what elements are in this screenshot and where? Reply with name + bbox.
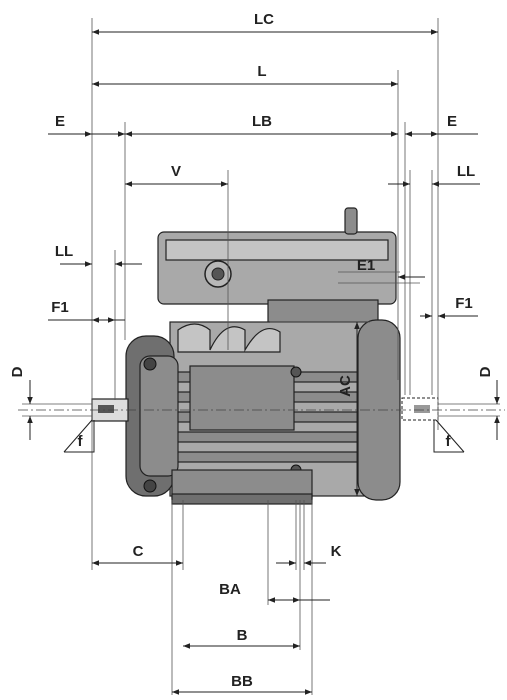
dimension-labels: LC L LB E E V LL LL E1 F1 F1 D D AC f f … [9,11,494,690]
motor-feet-base [171,493,313,505]
end-shield-inner [139,355,179,477]
label-d-right: D [477,366,494,377]
stator-ribs [177,323,281,353]
label-k: K [331,543,342,560]
label-v: V [171,163,181,180]
motor-body [91,207,439,505]
label-lc: LC [254,11,274,28]
label-lb: LB [252,113,272,130]
cable-gland-hole [211,267,225,281]
label-b: B [237,627,248,644]
label-ll-left: LL [55,243,73,260]
shaft-key-right [414,405,430,413]
label-bb: BB [231,673,253,690]
shaft-key-left [98,405,114,413]
label-e1: E1 [357,257,375,274]
bolt-icon [290,366,302,378]
label-ac: AC [337,375,354,397]
label-ll-right: LL [457,163,475,180]
terminal-box-lid [165,239,389,261]
label-f-right: f [446,433,452,450]
label-f1-left: F1 [51,299,69,316]
motor-feet [171,469,313,499]
label-l: L [257,63,266,80]
label-e-right: E [447,113,457,130]
extension-lines [22,18,500,695]
dimension-lines [18,29,505,695]
label-d-left: D [9,366,26,377]
bolt-icon [143,479,157,493]
label-c: C [133,543,144,560]
label-f-left: f [78,433,84,450]
label-ba: BA [219,581,241,598]
stator-window [189,365,295,431]
terminal-box-knob [344,207,358,235]
bolt-icon [143,357,157,371]
label-f1-right: F1 [455,295,473,312]
label-e-left: E [55,113,65,130]
